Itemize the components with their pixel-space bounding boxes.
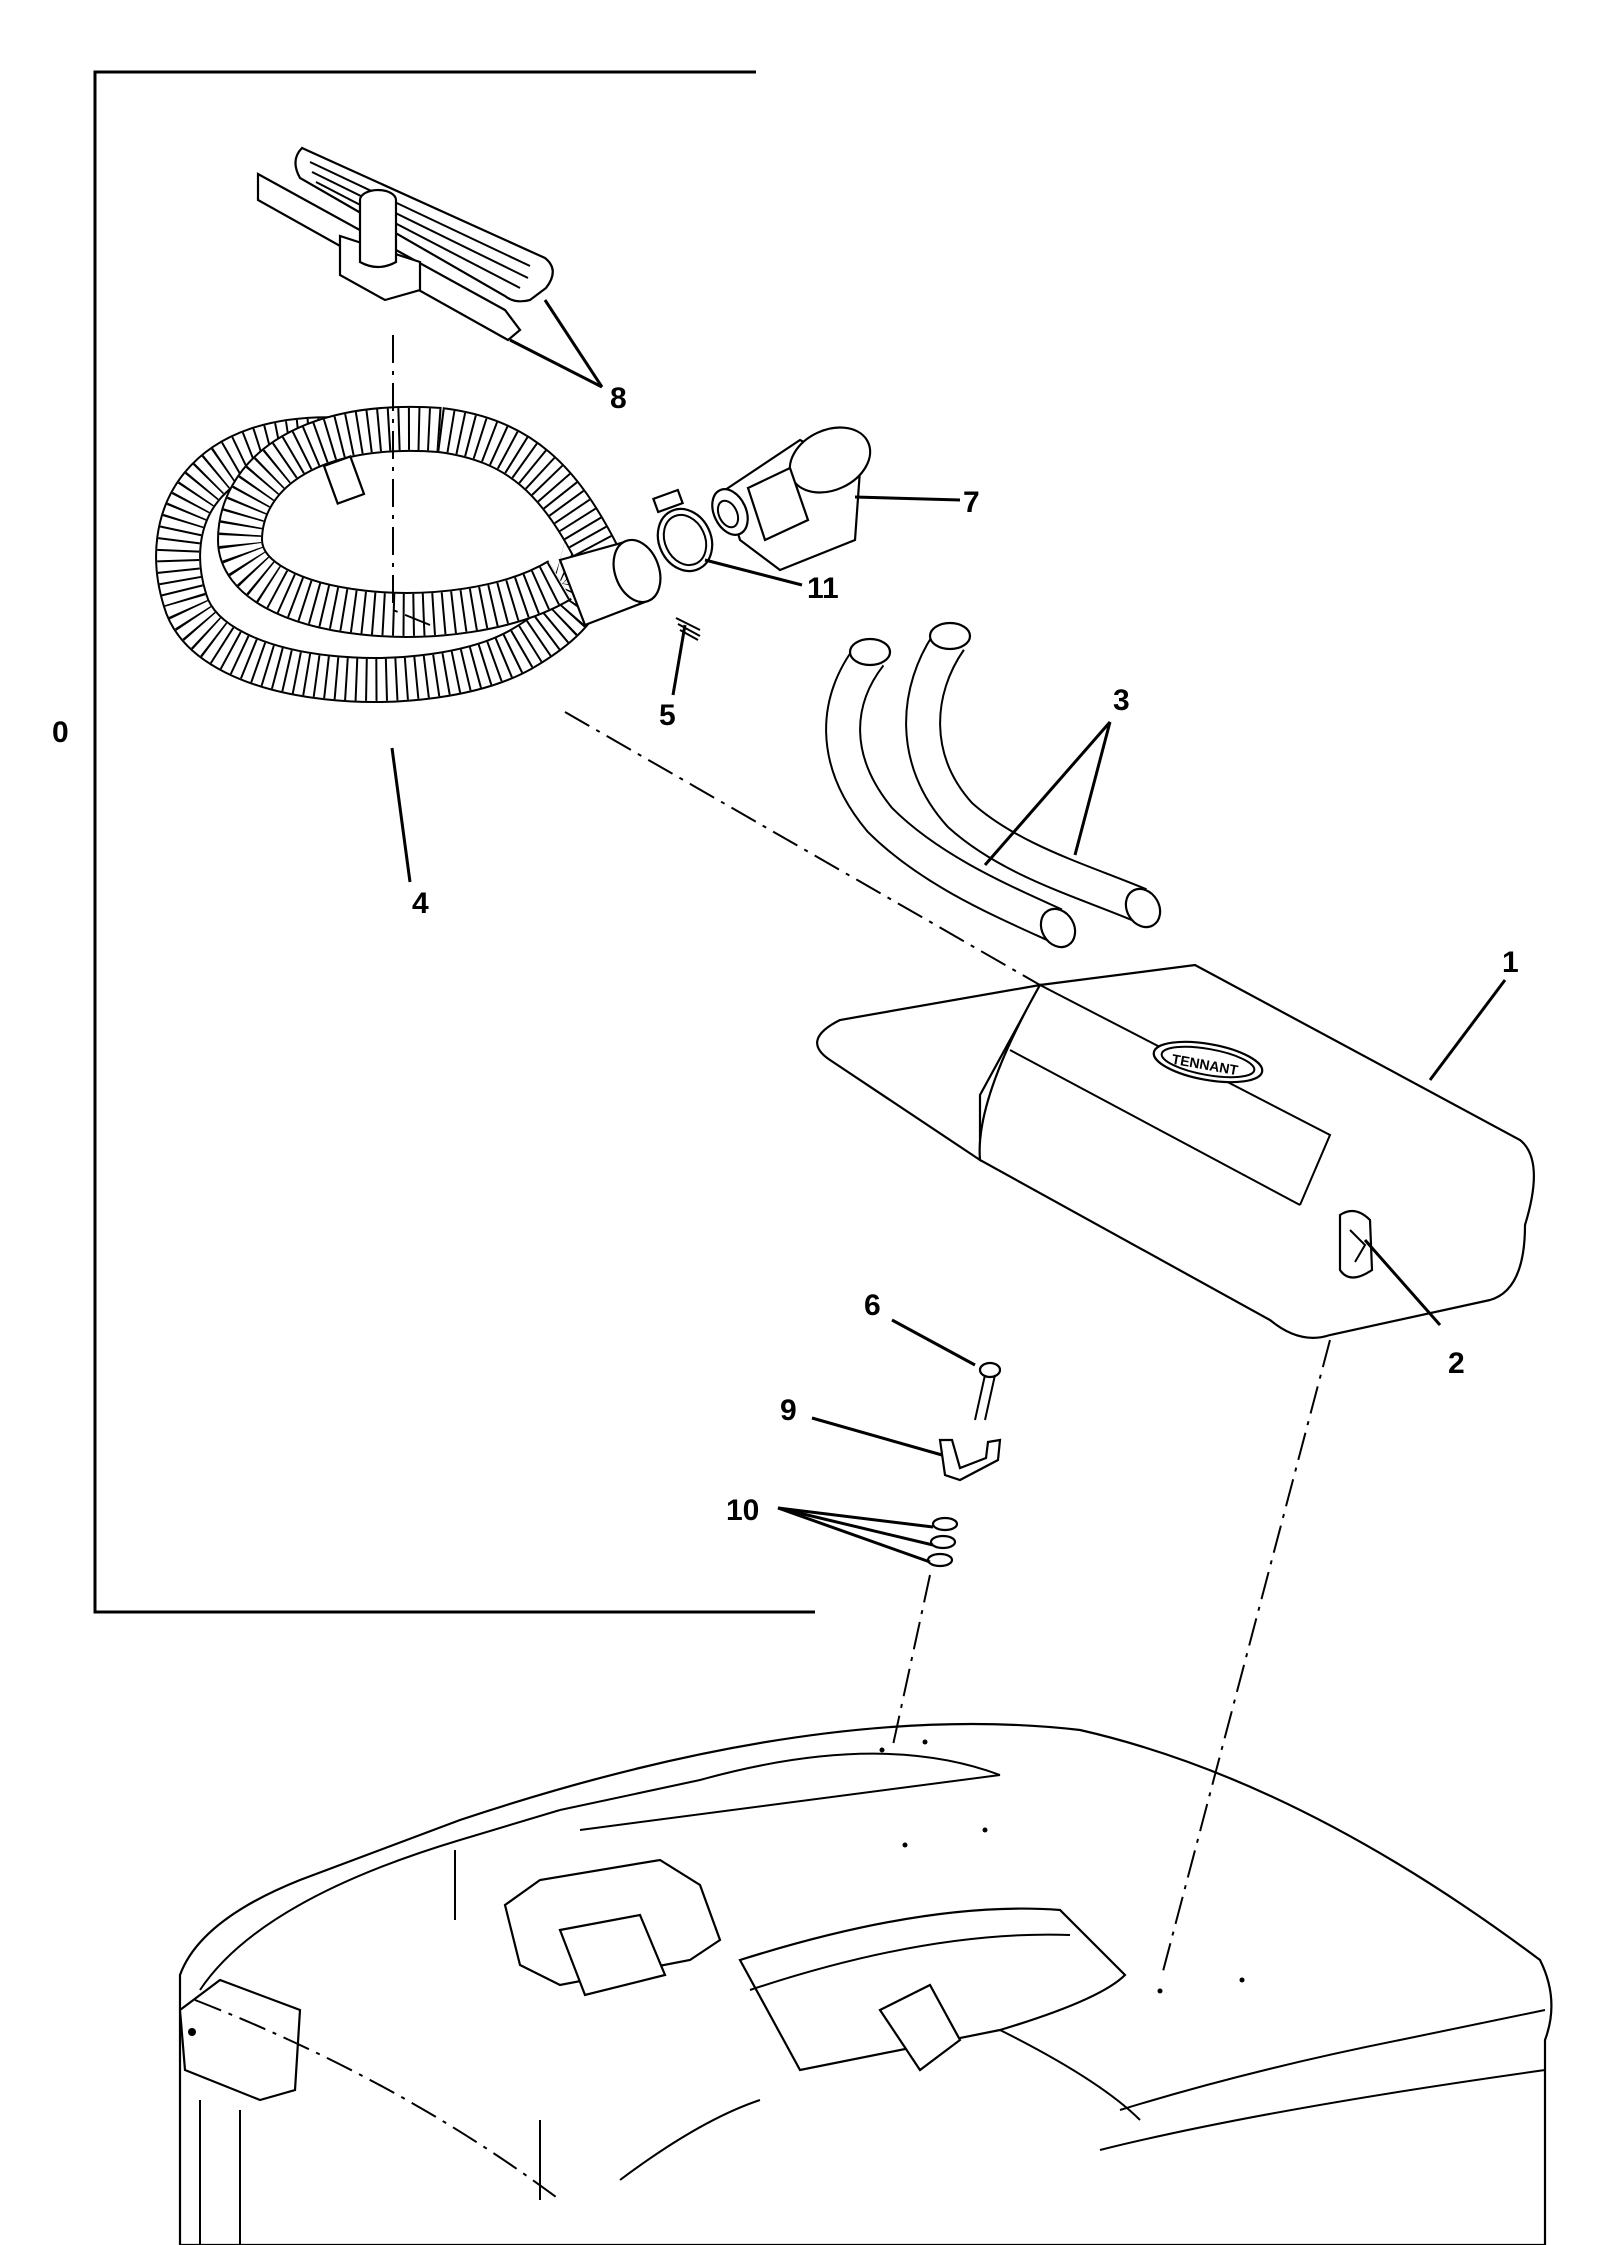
callout-3: 3 — [1113, 684, 1130, 717]
part-hose-clamp — [651, 488, 714, 573]
callout-1: 1 — [1502, 946, 1519, 979]
part-drain-hoses — [825, 621, 1162, 949]
callout-7: 7 — [963, 486, 980, 519]
alignment-lines — [194, 335, 1331, 2201]
group-label: 0 — [52, 716, 69, 749]
callout-10: 10 — [726, 1494, 759, 1527]
part-mounting-hardware — [926, 1361, 1002, 1568]
callout-5: 5 — [659, 699, 676, 732]
callout-11: 11 — [807, 572, 839, 605]
group-bracket — [93, 70, 815, 1614]
leader-lines — [390, 299, 1507, 1564]
machine-body — [178, 1722, 1553, 2245]
part-cover: TENNANT — [816, 963, 1535, 1339]
part-hose — [155, 405, 662, 703]
callout-9: 9 — [780, 1394, 797, 1427]
callout-4: 4 — [412, 887, 429, 920]
part-squeegee-tool — [256, 146, 554, 342]
part-filter-adapter — [711, 426, 872, 572]
callout-2: 2 — [1448, 1347, 1465, 1380]
callout-6: 6 — [864, 1289, 881, 1322]
callout-8: 8 — [610, 382, 627, 415]
callout-labels: 0 8 7 11 5 3 4 1 2 6 9 10 — [52, 382, 1519, 1527]
part-set-screw — [675, 617, 701, 641]
